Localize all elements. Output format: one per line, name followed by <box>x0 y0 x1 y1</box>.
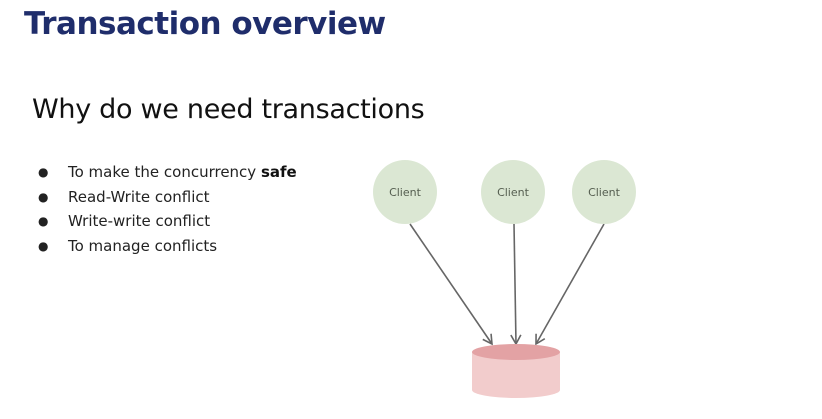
slide-title: Transaction overview <box>24 6 386 42</box>
bullet-dot-icon: ● <box>38 189 49 204</box>
arrow-client-1-to-database <box>409 223 493 346</box>
slide-subtitle: Why do we need transactions <box>32 94 425 125</box>
bullet-text: Read-Write conflict <box>68 187 210 206</box>
client-database-diagram: Client Client Client <box>373 160 636 398</box>
bullet-dot-icon: ● <box>38 214 49 228</box>
client-circle <box>572 160 636 224</box>
bullet-item: ● Write-write conflict <box>36 209 297 234</box>
bullet-item: ● Read-Write conflict <box>36 185 297 210</box>
bullet-item: ● To manage conflicts <box>36 234 297 259</box>
bullet-list: ● To make the concurrency safe ● Read-Wr… <box>36 160 297 258</box>
client-label: Client <box>389 186 422 199</box>
arrow-client-2-to-database <box>510 223 522 346</box>
bullet-dot-icon: ● <box>38 238 49 253</box>
bullet-bold-text: safe <box>260 163 297 181</box>
database-icon <box>472 344 560 398</box>
bullet-dot-icon: ● <box>38 165 49 179</box>
client-circle <box>373 160 437 224</box>
client-label: Client <box>588 186 621 199</box>
bullet-text: Write-write conflict <box>68 212 211 230</box>
bullet-item: ● To make the concurrency safe <box>36 160 297 185</box>
client-node: Client <box>481 160 545 224</box>
bullet-text: To make the concurrency <box>68 163 261 181</box>
database-top <box>472 344 560 360</box>
database-body <box>472 352 560 398</box>
client-node: Client <box>373 160 437 224</box>
client-circle <box>481 160 545 224</box>
arrow-client-3-to-database <box>535 223 605 346</box>
client-label: Client <box>497 186 530 199</box>
client-node: Client <box>572 160 636 224</box>
bullet-text: To manage conflicts <box>68 236 218 255</box>
